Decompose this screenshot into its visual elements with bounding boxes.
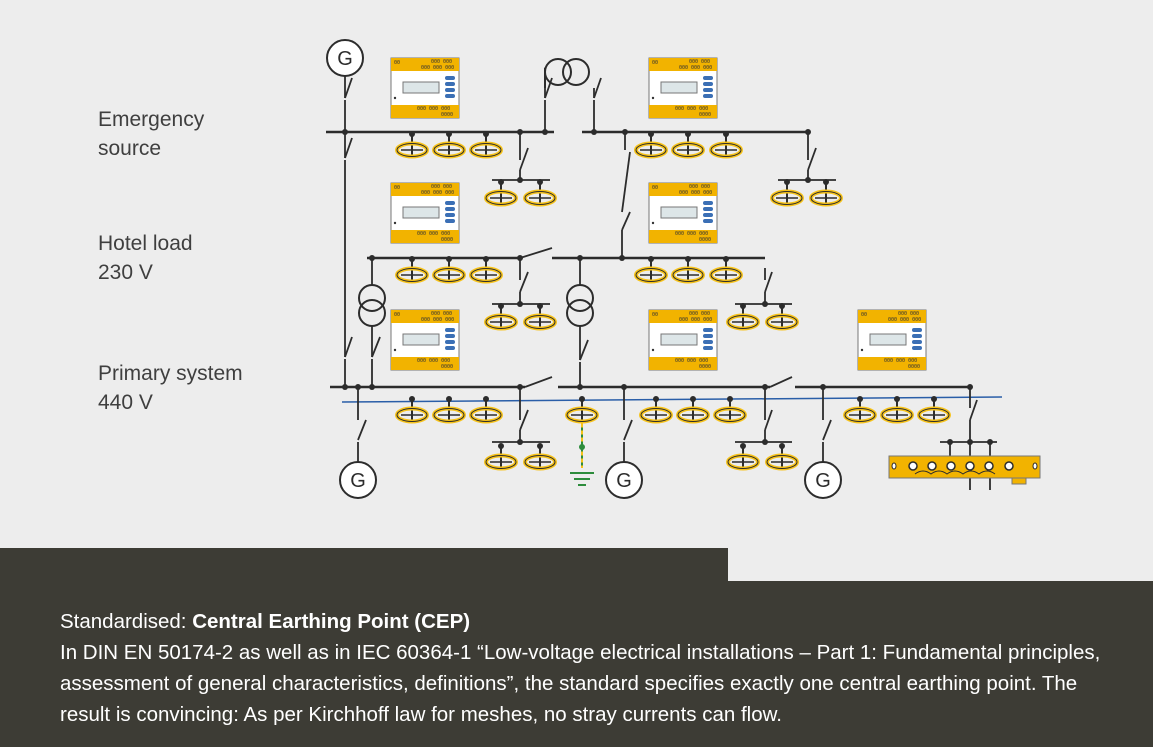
earth-ground-icon — [570, 472, 594, 486]
generator-label: G — [815, 470, 831, 492]
footer-notch — [728, 548, 1153, 581]
generator-icon: G — [326, 39, 364, 77]
generator-label: G — [350, 470, 366, 492]
transformer-icon — [358, 284, 386, 327]
single-line-diagram: 00 000 000 000 000 000 000 000 000 0000 — [326, 39, 1041, 499]
insulation-monitor-device-icon — [390, 57, 927, 371]
generator-label: G — [616, 470, 632, 492]
generator-icon: G — [804, 461, 842, 499]
footer-panel — [0, 548, 1153, 747]
footer-body: In DIN EN 50174-2 as well as in IEC 6036… — [60, 641, 1101, 726]
footer-text: Standardised: Central Earthing Point (CE… — [60, 606, 1120, 730]
transformer-icon — [544, 58, 590, 88]
generator-icon: G — [605, 461, 643, 499]
footer-heading: Standardised: Central Earthing Point (CE… — [60, 610, 471, 633]
transformer-icon — [566, 284, 594, 327]
generator-icon: G — [339, 461, 377, 499]
earthing-busbar-icon — [888, 455, 1041, 485]
generator-label: G — [337, 48, 353, 70]
current-transformer-group — [395, 129, 951, 472]
